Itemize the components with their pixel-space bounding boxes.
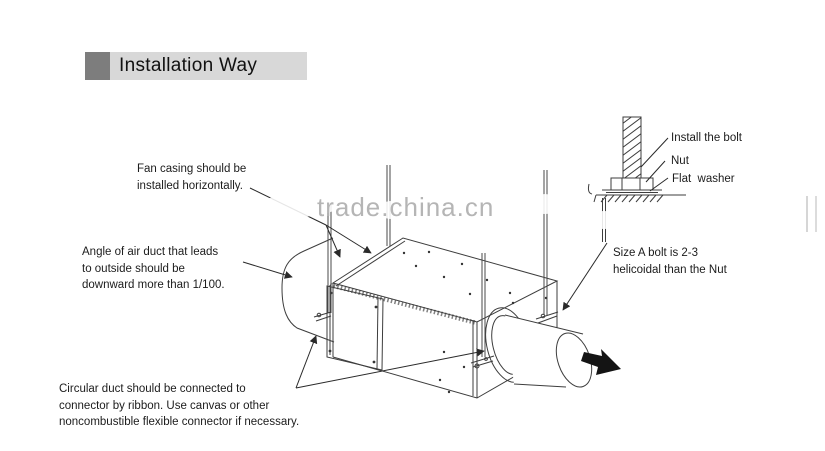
page-title: Installation Way	[119, 55, 258, 76]
bolt-thread-hatch	[623, 117, 641, 178]
annotation-fan-casing: Fan casing should be installed horizonta…	[137, 163, 247, 192]
right-duct	[485, 307, 593, 388]
leader-lines	[242, 137, 669, 389]
annotation-flat-washer: Flat washer	[672, 173, 735, 185]
rod-brackets	[313, 311, 559, 369]
annotation-nut: Nut	[671, 155, 689, 167]
leader-nut	[645, 160, 666, 183]
bolt-detail	[587, 116, 686, 242]
leader-duct-angle	[242, 261, 293, 279]
airflow-arrow	[581, 349, 621, 375]
header-accent-square	[85, 52, 110, 80]
leader-install-bolt	[640, 137, 669, 168]
annotation-circular-duct: Circular duct should be connected to con…	[59, 383, 300, 428]
watermark-text: trade.china.cn	[317, 192, 495, 222]
ceiling-hatch	[600, 194, 664, 203]
hanging-rods	[327, 165, 548, 357]
annotation-duct-angle: Angle of air duct that leads to outside …	[82, 246, 225, 291]
annotation-install-bolt: Install the bolt	[671, 132, 742, 144]
leader-circular-duct-right	[295, 348, 485, 389]
nut-shape	[610, 177, 654, 191]
section-header-bar	[85, 52, 307, 80]
leader-bolt-assembly	[562, 242, 608, 311]
ceiling-hook-mark	[587, 183, 593, 195]
left-duct	[281, 237, 335, 343]
watermark-fragment	[806, 196, 817, 232]
leader-circular-duct-left	[295, 335, 318, 389]
annotation-size-a-bolt: Size A bolt is 2-3 helicoidal than the N…	[613, 247, 727, 276]
fan-casing-box	[329, 237, 559, 399]
leader-flat-washer	[649, 177, 669, 192]
